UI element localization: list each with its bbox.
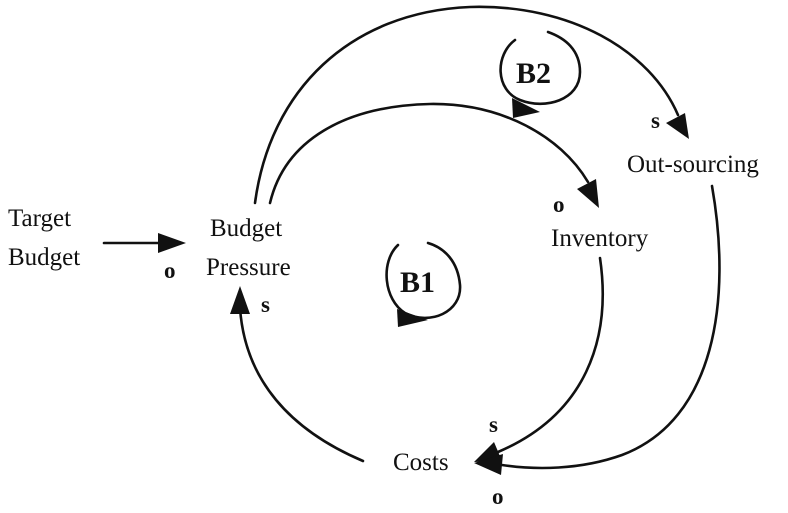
nodes: Target Budget Budget Pressure Inventory … bbox=[8, 151, 759, 476]
loop-b2-label: B2 bbox=[516, 57, 551, 90]
polarity-outsourcing-to-costs: o bbox=[492, 484, 504, 509]
node-budget-pressure-line1: Budget bbox=[210, 215, 282, 242]
polarities: o o s s o s bbox=[164, 108, 660, 509]
node-target-budget-line2: Budget bbox=[8, 244, 80, 271]
arrowhead-outsourcing-to-costs bbox=[474, 454, 503, 475]
loop-b2-circle-arrow bbox=[499, 30, 582, 105]
node-target-budget: Target Budget bbox=[8, 205, 80, 271]
node-budget-pressure: Budget Pressure bbox=[206, 215, 291, 281]
edge-pressure-to-outsourcing bbox=[253, 5, 680, 205]
polarity-pressure-to-outsourcing: s bbox=[651, 108, 660, 133]
node-costs: Costs bbox=[393, 449, 449, 476]
polarity-costs-to-pressure: s bbox=[261, 292, 270, 317]
node-budget-pressure-line2: Pressure bbox=[206, 254, 291, 281]
arrowhead-outsourcing bbox=[666, 113, 689, 139]
loop-b1-circle-arrow bbox=[385, 241, 462, 320]
node-target-budget-line1: Target bbox=[8, 205, 71, 232]
polarity-inventory-to-costs: s bbox=[489, 412, 498, 437]
polarity-target-to-pressure: o bbox=[164, 258, 176, 283]
loop-b1: B1 bbox=[385, 241, 462, 327]
loop-b2-arrowhead bbox=[512, 98, 540, 118]
edge-pressure-to-inventory bbox=[268, 102, 590, 205]
edge-inventory-to-costs bbox=[496, 256, 604, 454]
edge-costs-to-pressure bbox=[238, 306, 365, 463]
arrowhead-target-to-pressure bbox=[158, 233, 186, 253]
loop-b2: B2 bbox=[499, 30, 582, 118]
node-inventory: Inventory bbox=[551, 225, 649, 252]
loop-b1-label: B1 bbox=[400, 266, 435, 299]
edge-outsourcing-to-costs bbox=[500, 184, 721, 470]
arrowhead-costs-to-pressure bbox=[230, 286, 250, 314]
polarity-pressure-to-inventory: o bbox=[553, 192, 565, 217]
loop-b1-arrowhead bbox=[397, 309, 428, 327]
edges bbox=[102, 5, 721, 475]
arrowhead-pressure-to-inventory bbox=[577, 179, 599, 208]
node-outsourcing: Out-sourcing bbox=[627, 151, 759, 178]
